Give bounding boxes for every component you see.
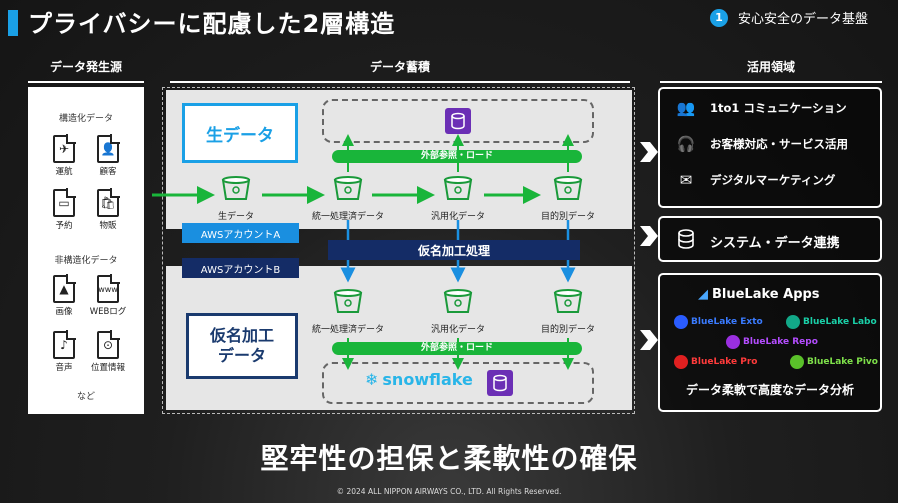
mail-icon: ✉ (679, 171, 693, 189)
bucket-icon (553, 288, 583, 318)
aws-account-b-label: AWSアカウントB (182, 258, 299, 278)
structured-label: 構造化データ (58, 114, 113, 124)
anonymized-data-box: 仮名加工 データ (186, 313, 298, 379)
people-icon: 👥 (676, 99, 696, 117)
support-icon: 🎧 (676, 135, 696, 153)
bluelake-logo-icon: ◢ (698, 287, 708, 302)
storage-area (162, 87, 635, 414)
bluelake-exto: BlueLake Exto (674, 315, 763, 329)
bluelake-title: ◢ BlueLake Apps (698, 287, 820, 302)
bucket-label-unified-b: 統一処理済データ (311, 325, 384, 335)
merchandise-icon: 🛍物販 (88, 188, 128, 231)
database-icon (445, 108, 471, 134)
database-stack-icon (672, 229, 700, 253)
bucket-label-general-b: 汎用化データ (430, 325, 485, 335)
customer-icon: 👤顧客 (88, 134, 128, 177)
title-accent-bar (8, 10, 18, 36)
bluelake-pro: BlueLake Pro (674, 355, 757, 369)
snowflake-icon: ❄ (365, 370, 379, 389)
pro-icon (674, 355, 688, 369)
bluelake-pivo: BlueLake Pivo (790, 355, 878, 369)
bluelake-labo: BlueLake Labo (786, 315, 877, 329)
usage-section-header: 活用領域 (660, 58, 882, 83)
exto-icon (674, 315, 688, 329)
slogan: 堅牢性の担保と柔軟性の確保 (260, 442, 638, 475)
external-ref-bar-bottom: 外部参照・ロード (332, 342, 582, 355)
usage-item-marketing: ✉ デジタルマーケティング (672, 171, 836, 189)
etc-label: など (76, 392, 95, 402)
bluelake-repo: BlueLake Repo (726, 335, 818, 349)
pivo-icon (790, 355, 804, 369)
bluelake-caption: データ柔軟で高度なデータ分析 (685, 383, 854, 397)
bucket-icon (333, 175, 363, 205)
database-icon-bottom (487, 370, 513, 396)
page-title: プライバシーに配慮した2層構造 (28, 10, 396, 38)
usage-item-service: 🎧 お客様対応・サービス活用 (672, 135, 848, 153)
image-icon: ▲画像 (44, 274, 84, 317)
flight-icon: ✈運航 (44, 134, 84, 177)
external-ref-bar-top: 外部参照・ロード (332, 150, 582, 163)
bucket-icon (333, 288, 363, 318)
bucket-label-purpose-b: 目的別データ (540, 325, 595, 335)
storage-section-header: データ蓄積 (170, 58, 630, 83)
bucket-icon (221, 175, 251, 205)
bucket-icon (443, 288, 473, 318)
bucket-icon (443, 175, 473, 205)
usage-panel-apps: 👥 1to1 コミュニケーション 🎧 お客様対応・サービス活用 ✉ デジタルマー… (658, 87, 882, 208)
usage-panel-bluelake: ◢ BlueLake Apps BlueLake Exto BlueLake L… (658, 273, 882, 412)
bucket-icon (553, 175, 583, 205)
copyright: © 2024 ALL NIPPON AIRWAYS CO., LTD. All … (336, 487, 562, 496)
bucket-label-general: 汎用化データ (430, 212, 485, 222)
aws-account-a-label: AWSアカウントA (182, 223, 299, 243)
usage-item-1to1: 👥 1to1 コミュニケーション (672, 99, 847, 117)
raw-data-box: 生データ (182, 103, 298, 163)
labo-icon (786, 315, 800, 329)
usage-panel-system: システム・データ連携 (658, 216, 882, 262)
unstructured-label: 非構造化データ (54, 256, 118, 266)
bucket-label-unified: 統一処理済データ (311, 212, 384, 222)
snowflake-logo: ❄ snowflake (365, 370, 473, 389)
repo-icon (726, 335, 740, 349)
badge-label: 安心安全のデータ基盤 (738, 12, 869, 27)
badge: 1 安心安全のデータ基盤 (710, 8, 868, 27)
bucket-label-raw: 生データ (217, 212, 254, 222)
reservation-icon: ▭予約 (44, 188, 84, 231)
location-icon: ⊙位置情報 (88, 330, 128, 373)
usage-item-system-link: システム・データ連携 (672, 229, 840, 253)
anonymization-process-bar: 仮名加工処理 (328, 240, 580, 260)
bucket-label-purpose: 目的別データ (540, 212, 595, 222)
audio-icon: ♪音声 (44, 330, 84, 373)
badge-number: 1 (710, 8, 728, 27)
source-section-header: データ発生源 (28, 58, 144, 83)
